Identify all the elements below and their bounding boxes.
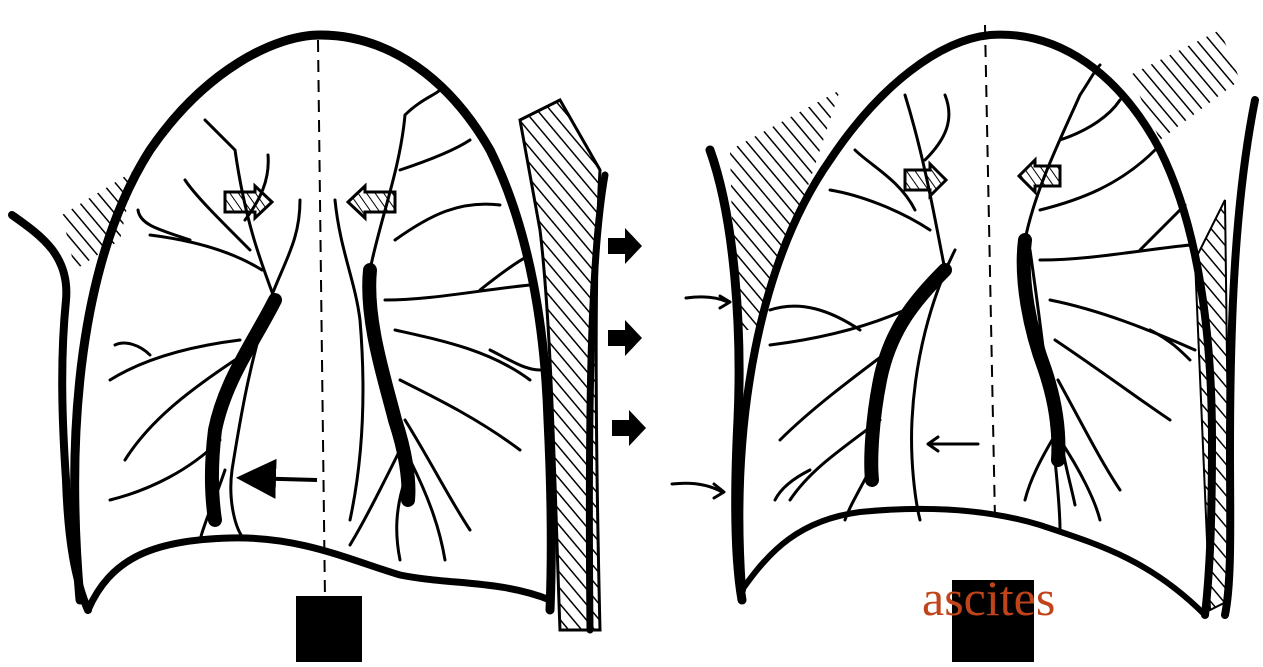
hatched-arrow-icon: [905, 164, 946, 196]
pressure-arrow-icon: [608, 228, 642, 264]
right-chest-wall-right: [1225, 100, 1255, 615]
hatched-arrow-icon: [1019, 160, 1060, 192]
right-hatched-tissue-right: [1195, 200, 1230, 610]
left-marker-square: [296, 596, 362, 662]
left-arrow-icon: [244, 478, 317, 480]
ascites-label: ascites: [922, 568, 1055, 628]
left-vessel-trunk-l: [369, 270, 408, 500]
hatched-arrow-icon: [348, 186, 395, 218]
pressure-arrow-icon: [612, 410, 646, 446]
left-arrow-icon: [928, 437, 978, 451]
left-hatched-tissue-upper: [62, 170, 135, 270]
right-midline: [985, 25, 995, 520]
left-midline: [318, 40, 325, 600]
right-hatched-tissue-left: [730, 90, 840, 330]
right-chest-diagram: [710, 25, 1255, 662]
right-mediastinum: [912, 250, 1060, 530]
pressure-arrow-icon: [672, 483, 724, 498]
pressure-arrows: [608, 228, 730, 498]
pressure-arrow-icon: [608, 320, 642, 356]
hatched-arrow-icon: [225, 186, 272, 218]
right-vessel-branches-l: [1025, 65, 1195, 520]
pressure-arrow-icon: [686, 296, 730, 308]
left-lung-outline: [75, 35, 552, 610]
right-vessel-trunk-l: [1024, 240, 1059, 460]
left-chest-diagram: [12, 35, 605, 662]
